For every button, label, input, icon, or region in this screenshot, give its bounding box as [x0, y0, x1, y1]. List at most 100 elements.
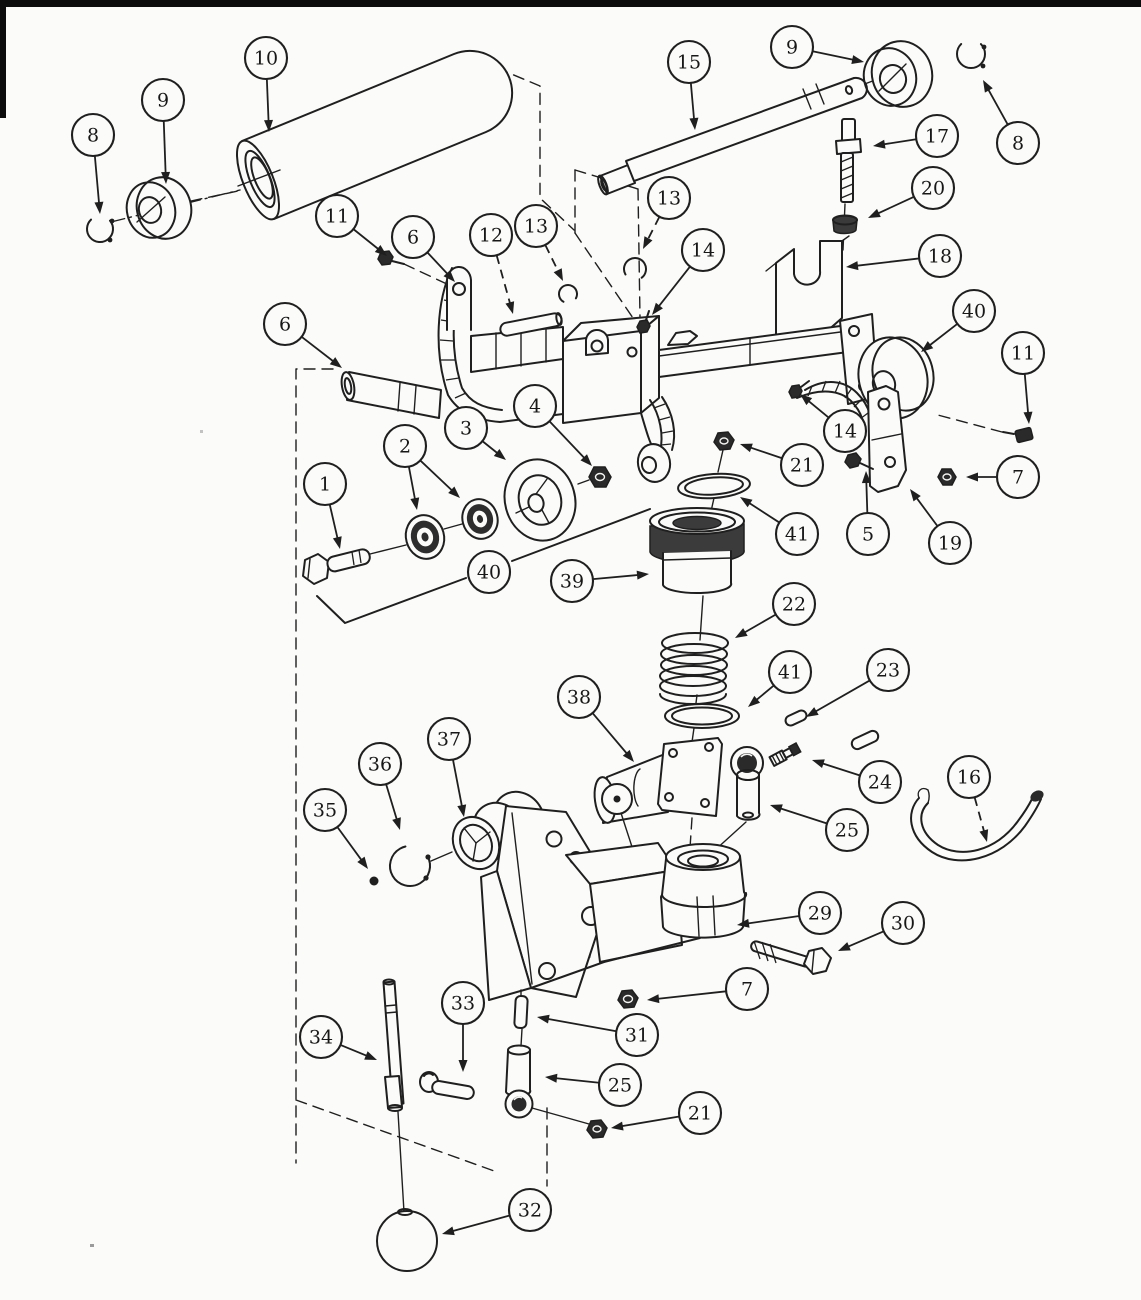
callout-31-36: 31: [537, 1012, 660, 1058]
leader-arrowhead: [410, 497, 420, 510]
part-stud-17: [835, 118, 862, 203]
callout-3-2: 3: [443, 405, 506, 460]
group-bracket-40: [316, 508, 651, 624]
balloon-number: 8: [87, 125, 99, 147]
callout-25-33: 25: [545, 1062, 643, 1108]
part-washer-3: [503, 458, 577, 542]
balloon-circle-7: [995, 454, 1041, 500]
leader-line: [812, 50, 857, 62]
leader-arrowhead: [921, 341, 934, 352]
leader-line: [853, 257, 920, 267]
part-bolt-30: [750, 940, 832, 975]
callout-23-30: 23: [806, 647, 911, 717]
callout-9-11: 9: [140, 77, 186, 184]
balloon-number: 21: [688, 1103, 712, 1125]
callout-24-31: 24: [812, 759, 903, 805]
frame-weldment: [340, 265, 879, 483]
balloon-circle-31: [614, 1012, 660, 1058]
callout-16-22: 16: [946, 754, 992, 842]
balloon-circle-8: [995, 120, 1041, 166]
part-snap-ring-8-right: [956, 39, 987, 69]
balloon-circle-29: [797, 890, 843, 936]
leader-line: [986, 86, 1009, 126]
leader-arrowhead: [846, 261, 859, 271]
part-link-25-bottom: [504, 1044, 590, 1125]
leader-line: [385, 783, 399, 823]
callout-13-17: 13: [513, 203, 563, 281]
balloon-circle-21: [779, 442, 825, 488]
balloon-circle-13: [646, 175, 692, 221]
leader-arrowhead: [94, 201, 104, 214]
balloon-number: 19: [938, 533, 962, 555]
balloon-number: 24: [868, 772, 892, 794]
balloon-number: 6: [407, 227, 419, 249]
balloon-number: 12: [479, 225, 503, 247]
part-bolt-11-right: [1002, 426, 1034, 444]
callout-30-35: 30: [838, 900, 926, 951]
balloon-number: 22: [782, 594, 806, 616]
leader-line: [744, 915, 800, 925]
part-bolt-1: [302, 479, 590, 585]
part-cup-39: [649, 507, 745, 595]
part-ball-32: [376, 1208, 438, 1272]
callout-17-23: 17: [873, 113, 960, 159]
leader-line: [407, 466, 417, 503]
part-snap-ring-8-left: [86, 215, 115, 243]
callout-40-45: 40: [921, 288, 997, 352]
leader-arrowhead: [357, 856, 368, 869]
callout-21-28: 21: [611, 1090, 723, 1136]
leader-line: [1023, 373, 1030, 417]
balloon-number: 18: [928, 246, 952, 268]
part-body-left: [480, 870, 532, 1001]
balloon-number: 4: [529, 396, 541, 418]
leader-arrowhead: [770, 804, 783, 813]
part-cylinder-38: [593, 737, 723, 854]
balloon-circle-3: [443, 405, 489, 451]
leader-arrowhead: [737, 918, 750, 928]
leader-line: [162, 120, 167, 177]
callout-11-15: 11: [1000, 330, 1046, 424]
leader-arrowhead: [457, 804, 467, 817]
balloon-circle-34: [298, 1014, 344, 1060]
callout-35-40: 35: [302, 787, 368, 869]
callout-12-16: 12: [468, 212, 515, 314]
frame-upright-lug: [445, 265, 472, 331]
balloon-number: 29: [808, 903, 832, 925]
part-nut-20: [832, 214, 858, 235]
leader-arrowhead: [505, 301, 515, 314]
balloon-circle-9: [140, 77, 186, 123]
leader-line: [336, 826, 365, 864]
leader-line: [844, 930, 885, 949]
leader-line: [495, 254, 512, 307]
balloon-circle-13: [513, 203, 559, 249]
part-pin-23b: [850, 729, 880, 751]
balloon-circle-40: [951, 288, 997, 334]
leader-arrowhead: [443, 270, 455, 282]
leader-arrowhead: [643, 236, 653, 249]
callout-14-20: 14: [800, 394, 868, 454]
leader-arrowhead: [374, 244, 387, 256]
leader-arrowhead: [868, 208, 881, 218]
leader-arrowhead: [979, 829, 989, 842]
leader-line: [265, 78, 270, 125]
leader-arrowhead: [910, 489, 921, 502]
lower-assembly: [369, 790, 832, 1272]
leader-line: [552, 1076, 600, 1084]
part-nut-7-right: [937, 468, 957, 486]
balloon-circle-12: [468, 212, 514, 258]
balloon-number: 36: [368, 754, 392, 776]
balloon-number: 2: [399, 436, 411, 458]
balloon-number: 33: [451, 993, 475, 1015]
leader-line: [419, 459, 455, 494]
balloon-number: 14: [691, 240, 715, 262]
balloon-number: 30: [891, 913, 915, 935]
callout-22-29: 22: [735, 581, 817, 638]
leader-arrowhead: [800, 394, 813, 406]
balloon-number: 7: [1012, 467, 1024, 489]
callout-36-41: 36: [357, 741, 403, 830]
leader-arrowhead: [812, 759, 825, 768]
leader-line: [656, 265, 691, 310]
balloon-circle-25: [824, 807, 870, 853]
